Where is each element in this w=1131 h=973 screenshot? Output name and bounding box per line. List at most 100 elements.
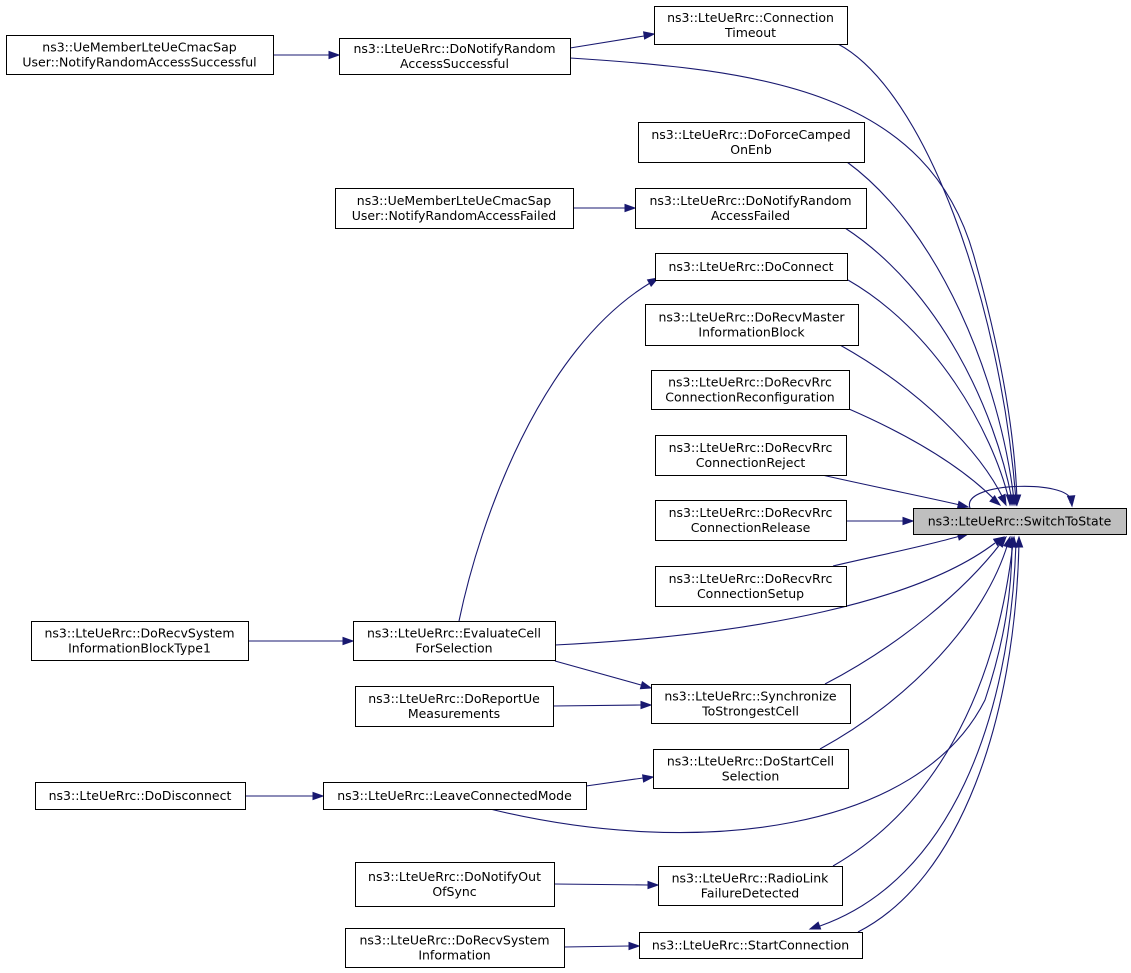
node-label-line: InformationBlock <box>698 325 805 340</box>
arrowhead-icon <box>642 774 655 783</box>
node-label-line: ns3::LteUeRrc::DoRecvRrc <box>669 505 833 520</box>
arrowhead-icon <box>956 500 970 510</box>
edge-line <box>819 542 1017 927</box>
node-n10[interactable]: ns3::LteUeRrc::DoRecvMasterInformationBl… <box>645 304 859 346</box>
node-label-line: ns3::LteUeRrc::DoStartCell <box>667 754 834 769</box>
node-label-line: ns3::LteUeRrc::DoReportUe <box>368 691 540 706</box>
node-n22[interactable]: ns3::LteUeRrc::StartConnection <box>639 932 863 959</box>
node-label-line: Information <box>418 948 490 963</box>
node-n9[interactable]: ns3::LteUeRrc::DoRecvSystemInformationBl… <box>31 621 249 661</box>
node-label-line: FailureDetected <box>701 886 799 901</box>
edge-line <box>489 542 1013 834</box>
arrowhead-icon <box>989 494 1002 506</box>
arrowhead-icon <box>808 921 822 930</box>
edge-line <box>824 542 1002 685</box>
node-box <box>655 253 848 281</box>
node-n15[interactable]: ns3::LteUeRrc::SynchronizeToStrongestCel… <box>651 684 851 724</box>
edge-line <box>839 344 1005 501</box>
node-n6[interactable]: ns3::UeMemberLteUeCmacSapUser::NotifyRan… <box>335 188 574 229</box>
node-box <box>655 500 847 541</box>
node-box <box>654 6 848 45</box>
edge-line <box>821 474 961 506</box>
edge-line <box>847 279 1010 501</box>
edge-line <box>458 282 651 622</box>
edge-n16-to-n15 <box>552 700 653 710</box>
edge-n8-to-n7 <box>458 277 660 622</box>
node-label-line: Measurements <box>408 706 500 721</box>
node-label-line: Timeout <box>724 25 776 40</box>
node-label-line: User::NotifyRandomAccessFailed <box>352 208 556 223</box>
edge-n0-to-n22 <box>808 542 1017 930</box>
node-label-line: User::NotifyRandomAccessSuccessful <box>22 55 256 70</box>
node-box <box>335 188 574 229</box>
node-label-line: AccessSuccessful <box>400 56 509 71</box>
edge-n13-to-n0 <box>846 516 915 526</box>
node-label-line: ns3::LteUeRrc::DoRecvRrc <box>669 440 833 455</box>
node-box <box>651 684 851 724</box>
node-n0[interactable]: ns3::LteUeRrc::SwitchToState <box>913 508 1127 535</box>
node-n18[interactable]: ns3::LteUeRrc::LeaveConnectedMode <box>323 782 587 810</box>
edge-line <box>819 542 1009 750</box>
edge-line <box>569 57 1018 501</box>
arrowhead-icon <box>997 493 1007 507</box>
node-box <box>913 508 1127 535</box>
edge-n10-to-n0 <box>839 344 1007 507</box>
edge-n4-to-n0 <box>846 161 1019 507</box>
edge-n2-to-n1 <box>569 31 656 49</box>
node-n3[interactable]: ns3::UeMemberLteUeCmacSapUser::NotifyRan… <box>6 35 274 75</box>
edge-line <box>563 945 630 948</box>
node-label-line: ns3::LteUeRrc::RadioLink <box>672 871 830 886</box>
edge-line <box>832 542 1014 867</box>
edge-n6-to-n5 <box>573 203 637 213</box>
edge-n9-to-n8 <box>248 636 355 646</box>
node-label-line: ConnectionRelease <box>691 520 811 535</box>
node-box <box>635 188 867 229</box>
node-label-line: ns3::UeMemberLteUeCmacSap <box>357 193 551 208</box>
node-box <box>651 370 850 410</box>
node-n2[interactable]: ns3::LteUeRrc::DoNotifyRandomAccessSucce… <box>339 38 571 75</box>
edge-line <box>848 408 996 501</box>
node-box <box>6 35 274 75</box>
node-n13[interactable]: ns3::LteUeRrc::DoRecvRrcConnectionReleas… <box>655 500 847 541</box>
node-label-line: ns3::LteUeRrc::StartConnection <box>652 938 849 953</box>
edge-n15-to-n0 <box>824 535 1007 685</box>
arrowhead-icon <box>1014 535 1024 548</box>
node-label-line: ConnectionReject <box>696 455 806 470</box>
node-box <box>639 932 863 959</box>
node-label-line: OnEnb <box>730 142 772 157</box>
node-label-line: ns3::LteUeRrc::DoRecvMaster <box>658 310 845 325</box>
node-label-line: ns3::LteUeRrc::DoNotifyRandom <box>649 193 851 208</box>
node-label-line: ns3::LteUeRrc::DoForceCamped <box>651 127 850 142</box>
edge-line <box>832 535 961 567</box>
edge-n20-to-n0 <box>832 535 1018 867</box>
arrowhead-icon <box>1005 494 1015 507</box>
node-n11[interactable]: ns3::LteUeRrc::DoRecvRrcConnectionReconf… <box>651 370 850 410</box>
node-n7[interactable]: ns3::LteUeRrc::DoConnect <box>655 253 848 281</box>
node-label-line: ns3::LteUeRrc::Synchronize <box>664 689 837 704</box>
edge-line <box>554 660 642 686</box>
edge-line <box>846 161 1015 501</box>
nodes-layer: ns3::LteUeRrc::SwitchToStatens3::LteUeRr… <box>6 6 1127 968</box>
arrowhead-icon <box>328 50 341 60</box>
node-box <box>655 435 847 476</box>
node-label-line: ns3::LteUeRrc::LeaveConnectedMode <box>337 788 572 803</box>
arrowhead-icon <box>1008 535 1018 548</box>
node-box <box>31 621 249 661</box>
arrowhead-icon <box>647 880 660 890</box>
node-label-line: InformationBlockType1 <box>68 641 211 656</box>
edge-n23-to-n22 <box>563 941 641 951</box>
node-n5[interactable]: ns3::LteUeRrc::DoNotifyRandomAccessFaile… <box>635 188 867 229</box>
arrowhead-icon <box>643 31 656 40</box>
node-n19[interactable]: ns3::LteUeRrc::DoDisconnect <box>35 782 246 810</box>
node-box <box>353 621 556 661</box>
